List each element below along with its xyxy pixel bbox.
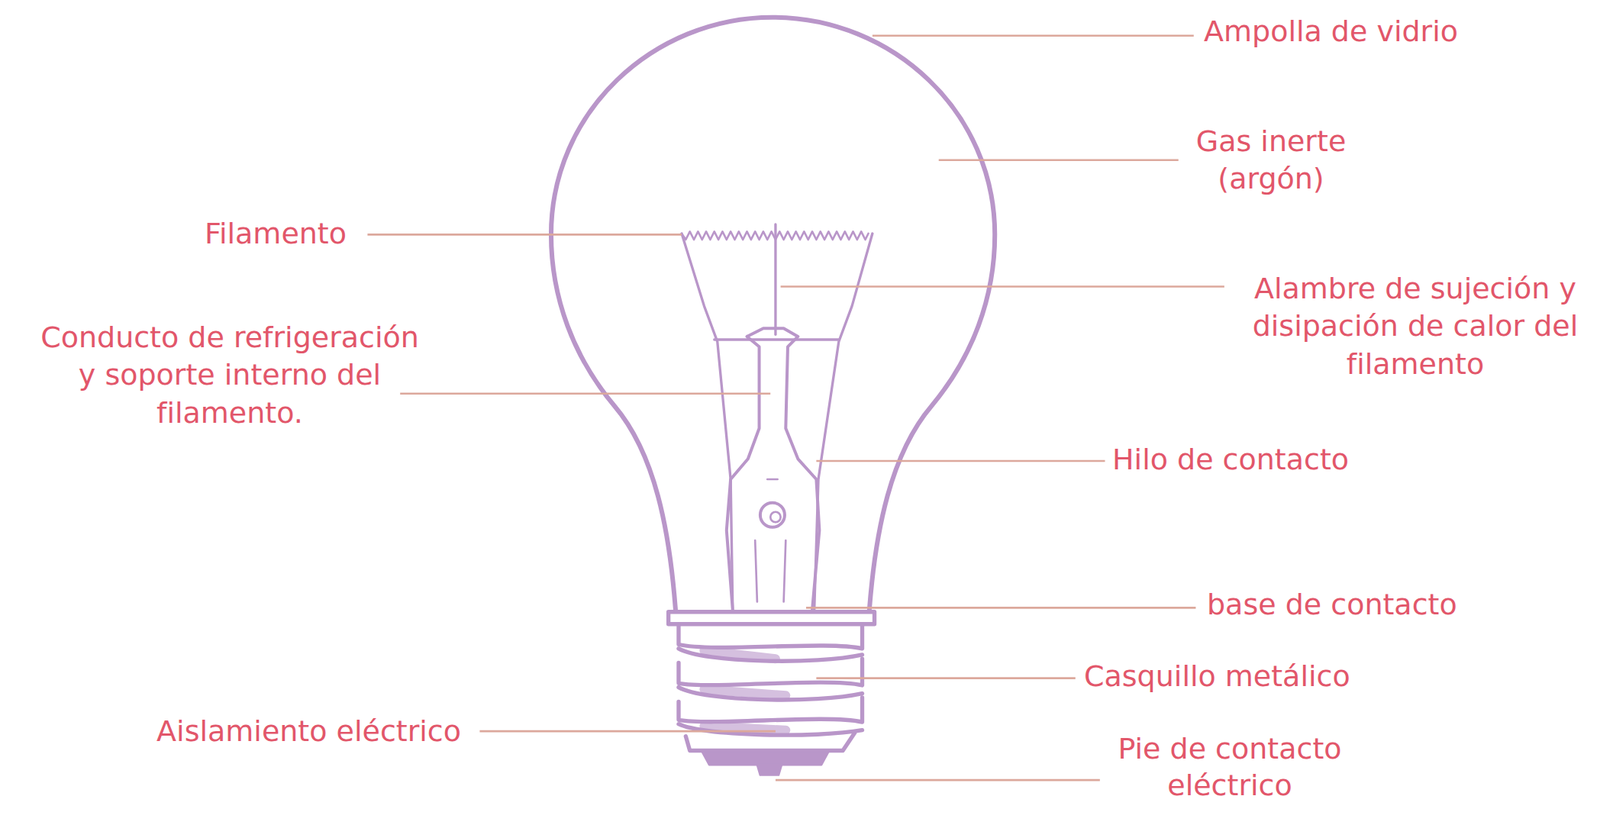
leader-line bbox=[780, 285, 1225, 288]
glass-bulb bbox=[551, 17, 995, 610]
leader-line bbox=[938, 158, 1179, 162]
lead-wire bbox=[681, 233, 733, 610]
part-label: Pie de contacto eléctrico bbox=[1111, 731, 1349, 804]
support-ring bbox=[714, 338, 839, 341]
leader-line bbox=[816, 460, 1105, 463]
leader-line bbox=[872, 34, 1194, 37]
stem-press bbox=[754, 479, 786, 602]
screw-thread-shadow bbox=[703, 651, 786, 731]
leader-line bbox=[806, 606, 1196, 610]
part-label: Alambre de sujeción y disipación de calo… bbox=[1247, 270, 1584, 384]
part-label: Filamento bbox=[204, 215, 347, 253]
base-rim bbox=[668, 612, 875, 625]
leader-line bbox=[816, 677, 1075, 680]
part-label: Ampolla de vidrio bbox=[1203, 12, 1459, 51]
insulator bbox=[702, 751, 830, 765]
support-wire bbox=[774, 224, 777, 335]
part-label: base de contacto bbox=[1206, 586, 1458, 624]
stem-hole bbox=[760, 503, 785, 528]
stem-hole bbox=[770, 512, 781, 523]
leader-line bbox=[400, 392, 771, 395]
lead-wire bbox=[814, 233, 873, 610]
stem-tube bbox=[726, 328, 820, 610]
part-label: Conducto de refrigeración y soporte inte… bbox=[35, 319, 425, 433]
part-label: Gas inerte (argón) bbox=[1183, 122, 1359, 199]
part-label: Hilo de contacto bbox=[1112, 441, 1349, 479]
leader-line bbox=[479, 730, 776, 733]
leader-line bbox=[367, 233, 682, 236]
leader-line bbox=[775, 779, 1100, 782]
part-label: Aislamiento eléctrico bbox=[156, 712, 462, 751]
contact-foot bbox=[757, 764, 782, 775]
part-label: Casquillo metálico bbox=[1083, 658, 1351, 696]
